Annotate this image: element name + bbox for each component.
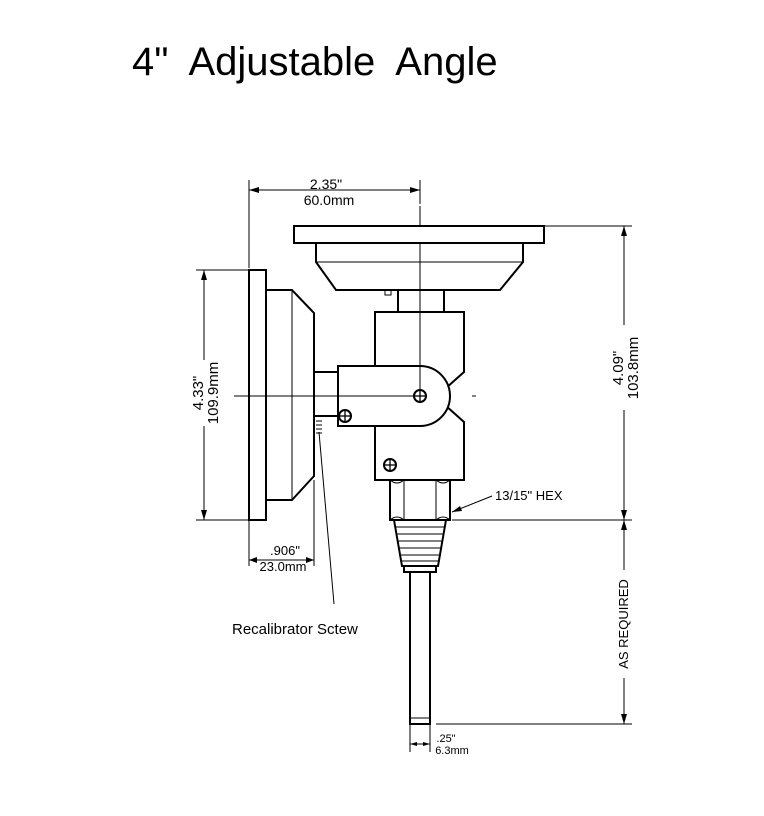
stem-length-label: AS REQUIRED <box>616 579 631 669</box>
center-lines <box>234 206 421 397</box>
dim-height: 4.33" 109.9mm <box>190 269 249 521</box>
page-title: 4" Adjustable Angle <box>132 40 498 84</box>
swivel-body <box>337 311 476 481</box>
hex-label: 13/15" HEX <box>495 488 563 503</box>
recalibrator-label: Recalibrator Sctew <box>232 621 358 638</box>
top-gauge <box>293 225 545 313</box>
side-gauge <box>248 269 339 521</box>
dim-stem-dia-mm: 6.3mm <box>435 745 469 757</box>
thread-fitting <box>392 519 448 573</box>
dim-stem-dia: .25" 6.3mm <box>409 724 469 757</box>
hex-callout: 13/15" HEX <box>451 488 563 513</box>
dim-stem-offset: 4.09" 103.8mm <box>452 225 642 521</box>
dim-depth-in: .906" <box>270 543 300 558</box>
dim-height-mm: 109.9mm <box>205 362 222 425</box>
dim-height-in: 4.33" <box>190 376 207 411</box>
dim-stem-offset-mm: 103.8mm <box>625 337 642 400</box>
dim-width-mm: 60.0mm <box>304 192 355 208</box>
dim-stem-dia-in: .25" <box>436 733 455 745</box>
hex-nut <box>389 479 451 521</box>
dim-depth: .906" 23.0mm <box>248 480 315 574</box>
recalibrator-callout: Recalibrator Sctew <box>232 431 358 638</box>
dim-stem-offset-in: 4.09" <box>610 351 627 386</box>
dim-width: 2.35" 60.0mm <box>248 176 421 268</box>
dim-width-in: 2.35" <box>310 176 342 192</box>
stem <box>409 571 431 725</box>
dim-depth-mm: 23.0mm <box>260 559 307 574</box>
dim-stem-length: AS REQUIRED <box>436 520 632 725</box>
